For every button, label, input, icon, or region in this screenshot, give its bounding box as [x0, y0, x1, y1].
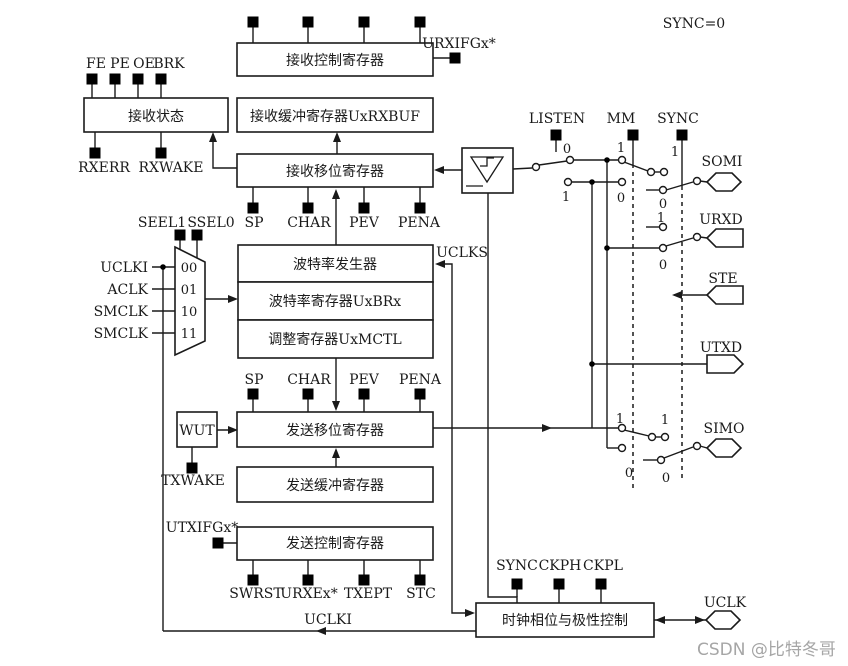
char-upper-label: CHAR [287, 215, 331, 231]
rx-control-register-label: 接收控制寄存器 [286, 52, 384, 69]
mm-label: MM [607, 111, 636, 127]
mm-bit1: 1 [617, 141, 625, 156]
tx-bit0: 0 [625, 466, 633, 481]
watermark: CSDN @比特冬哥 [697, 640, 836, 660]
ste-pin-icon [705, 285, 744, 305]
oe-label: OE [133, 56, 155, 72]
tx-buffer-register-box [236, 466, 434, 503]
wut-label: WUT [179, 423, 215, 439]
urxd-pin-icon [705, 228, 744, 248]
somi-pin-icon [705, 172, 743, 192]
simo-bit0: 0 [662, 471, 670, 486]
tx-bit1: 1 [616, 412, 624, 427]
rx-control-register-box [236, 42, 434, 77]
utxd-pin-icon [706, 354, 745, 374]
smclk-input-label: SMCLK [94, 304, 149, 320]
uclki-input-label: UCLKI [100, 260, 148, 276]
modulation-register-box [237, 319, 434, 359]
control-dashed-lines [632, 172, 683, 490]
urxd-label: URXD [699, 212, 743, 228]
tx-buffer-register-label: 发送缓冲寄存器 [286, 477, 384, 494]
swrst-label: SWRST [229, 586, 283, 602]
txept-label: TXEPT [344, 586, 393, 602]
baud-generator-label: 波特率发生器 [293, 256, 377, 273]
listen-bit0: 0 [563, 142, 571, 157]
terminal-squares [86, 16, 688, 590]
sp-upper-label: SP [244, 215, 263, 231]
utxd-label: UTXD [700, 340, 742, 356]
clock-phase-polarity-label: 时钟相位与极性控制 [502, 612, 628, 629]
mux-sel-01: 01 [181, 283, 198, 298]
pev-upper-label: PEV [349, 215, 380, 231]
tx-control-register-box [236, 526, 434, 561]
clock-source-mux [174, 245, 206, 357]
mux-sel-00: 00 [181, 261, 198, 276]
utxifg-label: UTXIFGx* [166, 520, 238, 536]
mm-bit0: 0 [617, 191, 625, 206]
somi-bit1: 1 [671, 145, 679, 160]
uclki-bottom-label: UCLKI [304, 612, 352, 628]
rx-shift-register-label: 接收移位寄存器 [286, 163, 384, 180]
rx-shift-register-box [236, 153, 434, 188]
somi-bit0: 0 [659, 197, 667, 212]
urxd-bit0: 0 [659, 258, 667, 273]
sync-bottom-label: SYNC [496, 558, 538, 574]
urxifg-label: URXIFGx* [422, 36, 496, 52]
schmitt-trigger-icon [461, 147, 514, 194]
clock-phase-polarity-box [475, 602, 655, 638]
ste-label: STE [708, 271, 737, 287]
sync-top-label: SYNC [657, 111, 699, 127]
fe-label: FE [86, 56, 106, 72]
mux-sel-11: 11 [181, 327, 198, 342]
pe-label: PE [110, 56, 130, 72]
sp-lower-label: SP [244, 372, 263, 388]
aclk-input-label: ACLK [106, 282, 148, 298]
pena-upper-label: PENA [398, 215, 441, 231]
urxe-label: URXEx* [280, 586, 337, 602]
sync-note-label: SYNC=0 [663, 16, 725, 32]
ckph-label: CKPH [539, 558, 582, 574]
pena-lower-label: PENA [399, 372, 442, 388]
simo-pin-icon [705, 438, 743, 458]
pev-lower-label: PEV [349, 372, 380, 388]
simo-bit1: 1 [661, 413, 669, 428]
wut-box [176, 411, 218, 448]
smclk2-input-label: SMCLK [94, 326, 149, 342]
rxerr-label: RXERR [78, 160, 130, 176]
uclks-label: UCLKS [436, 245, 488, 261]
stc-label: STC [406, 586, 436, 602]
uclk-pin-icon [704, 610, 742, 630]
tx-shift-register-label: 发送移位寄存器 [286, 422, 384, 439]
switch-contacts [531, 155, 702, 465]
urxd-bit1: 1 [657, 211, 665, 226]
listen-bit1: 1 [562, 190, 570, 205]
mux-sel-10: 10 [181, 305, 198, 320]
arrowheads [209, 132, 705, 635]
modulation-register-label: 调整寄存器UxMCTL [268, 331, 401, 348]
somi-label: SOMI [702, 154, 743, 170]
brk-label: BRK [153, 56, 185, 72]
rx-buffer-register-box [236, 97, 434, 133]
txwake-label: TXWAKE [161, 473, 225, 489]
junction-dots [160, 157, 610, 367]
tx-control-register-label: 发送控制寄存器 [286, 535, 384, 552]
rx-status-label: 接收状态 [128, 108, 184, 125]
rx-buffer-register-label: 接收缓冲寄存器UxRXBUF [250, 108, 420, 125]
rxwake-label: RXWAKE [139, 160, 204, 176]
pin-symbols [704, 172, 745, 630]
seel1-label: SEEL1 [138, 215, 186, 231]
tx-shift-register-box [236, 411, 434, 448]
listen-label: LISTEN [529, 111, 585, 127]
simo-label: SIMO [704, 421, 745, 437]
wires [91, 27, 708, 632]
char-lower-label: CHAR [287, 372, 331, 388]
ssel0-label: SSEL0 [187, 215, 234, 231]
ckpl-label: CKPL [583, 558, 623, 574]
rx-status-box [83, 97, 229, 133]
uclk-label: UCLK [704, 595, 747, 611]
baud-register-label: 波特率寄存器UxBRx [269, 293, 402, 310]
